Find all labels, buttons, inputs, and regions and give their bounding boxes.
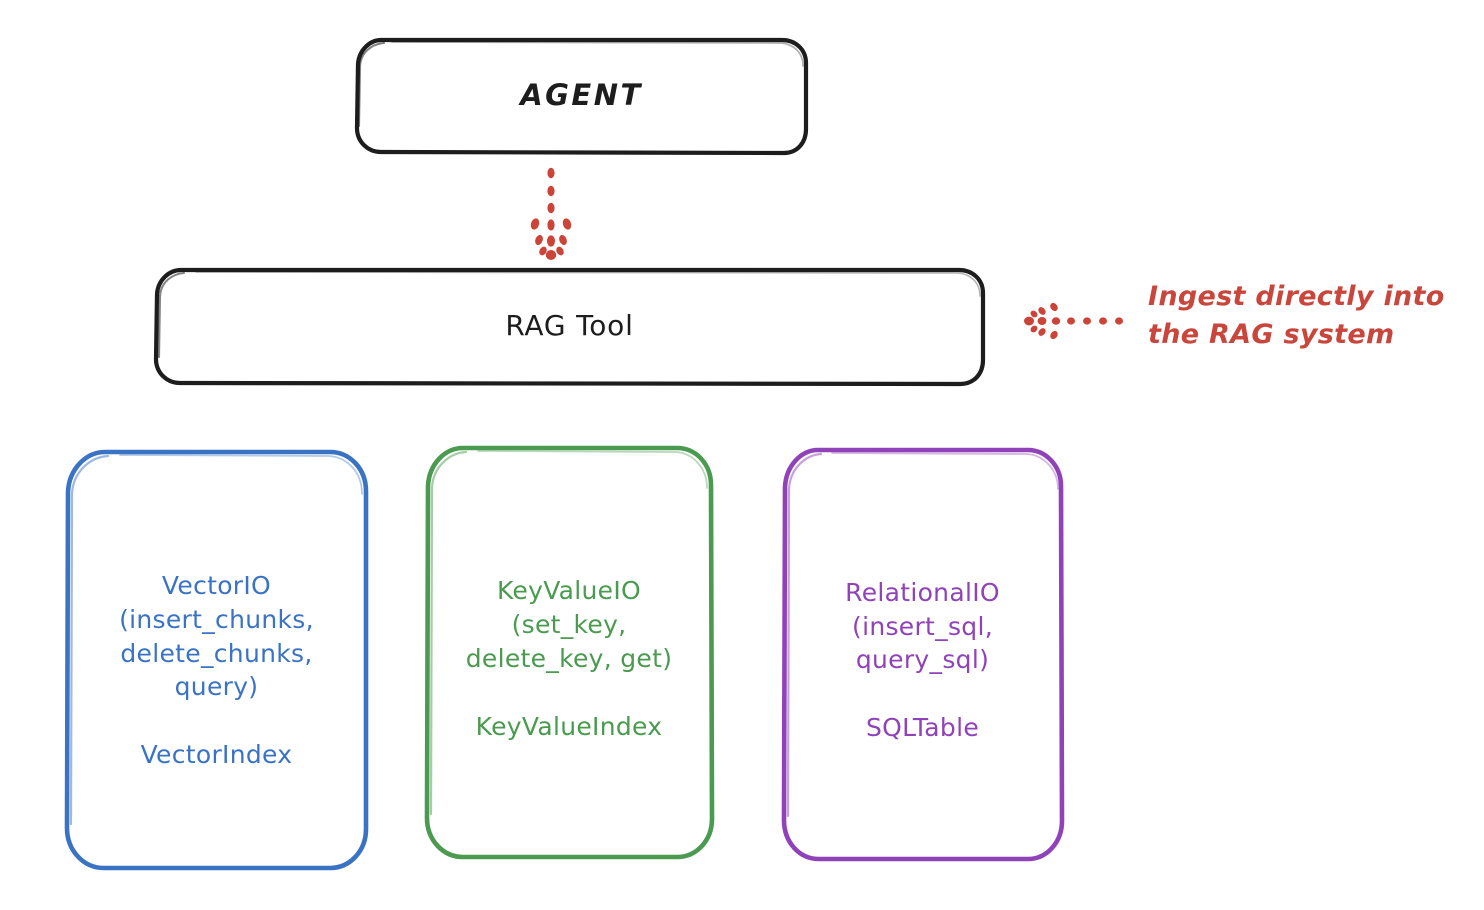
relational-io-content: RelationalIO (insert_sql, query_sql) SQL… <box>845 576 1000 742</box>
vector-io-label: VectorIO (insert_chunks, delete_chunks, … <box>119 571 314 702</box>
vector-index-label: VectorIndex <box>140 740 293 769</box>
key-value-index-label: KeyValueIndex <box>475 711 663 741</box>
vector-io-content: VectorIO (insert_chunks, delete_chunks, … <box>119 569 314 769</box>
vector-io-node[interactable]: VectorIO (insert_chunks, delete_chunks, … <box>66 450 367 870</box>
relational-io-label: RelationalIO (insert_sql, query_sql) <box>845 577 1000 675</box>
agent-to-rag-dotted-arrow <box>530 167 572 260</box>
key-value-io-label: KeyValueIO (set_key, delete_key, get) <box>465 576 673 673</box>
relational-io-node[interactable]: RelationalIO (insert_sql, query_sql) SQL… <box>783 448 1062 860</box>
rag-tool-node-label: RAG Tool <box>505 309 634 343</box>
sql-table-label: SQLTable <box>865 713 980 743</box>
ingest-dotted-arrow <box>1024 302 1123 340</box>
key-value-io-content: KeyValueIO (set_key, delete_key, get) Ke… <box>466 574 673 740</box>
key-value-io-node[interactable]: KeyValueIO (set_key, delete_key, get) Ke… <box>426 446 712 857</box>
agent-node[interactable]: AGENT <box>356 38 807 154</box>
agent-node-label: AGENT <box>520 78 643 113</box>
ingest-annotation-label: Ingest directly into the RAG system <box>1148 281 1445 351</box>
rag-tool-node[interactable]: RAG Tool <box>155 268 984 385</box>
